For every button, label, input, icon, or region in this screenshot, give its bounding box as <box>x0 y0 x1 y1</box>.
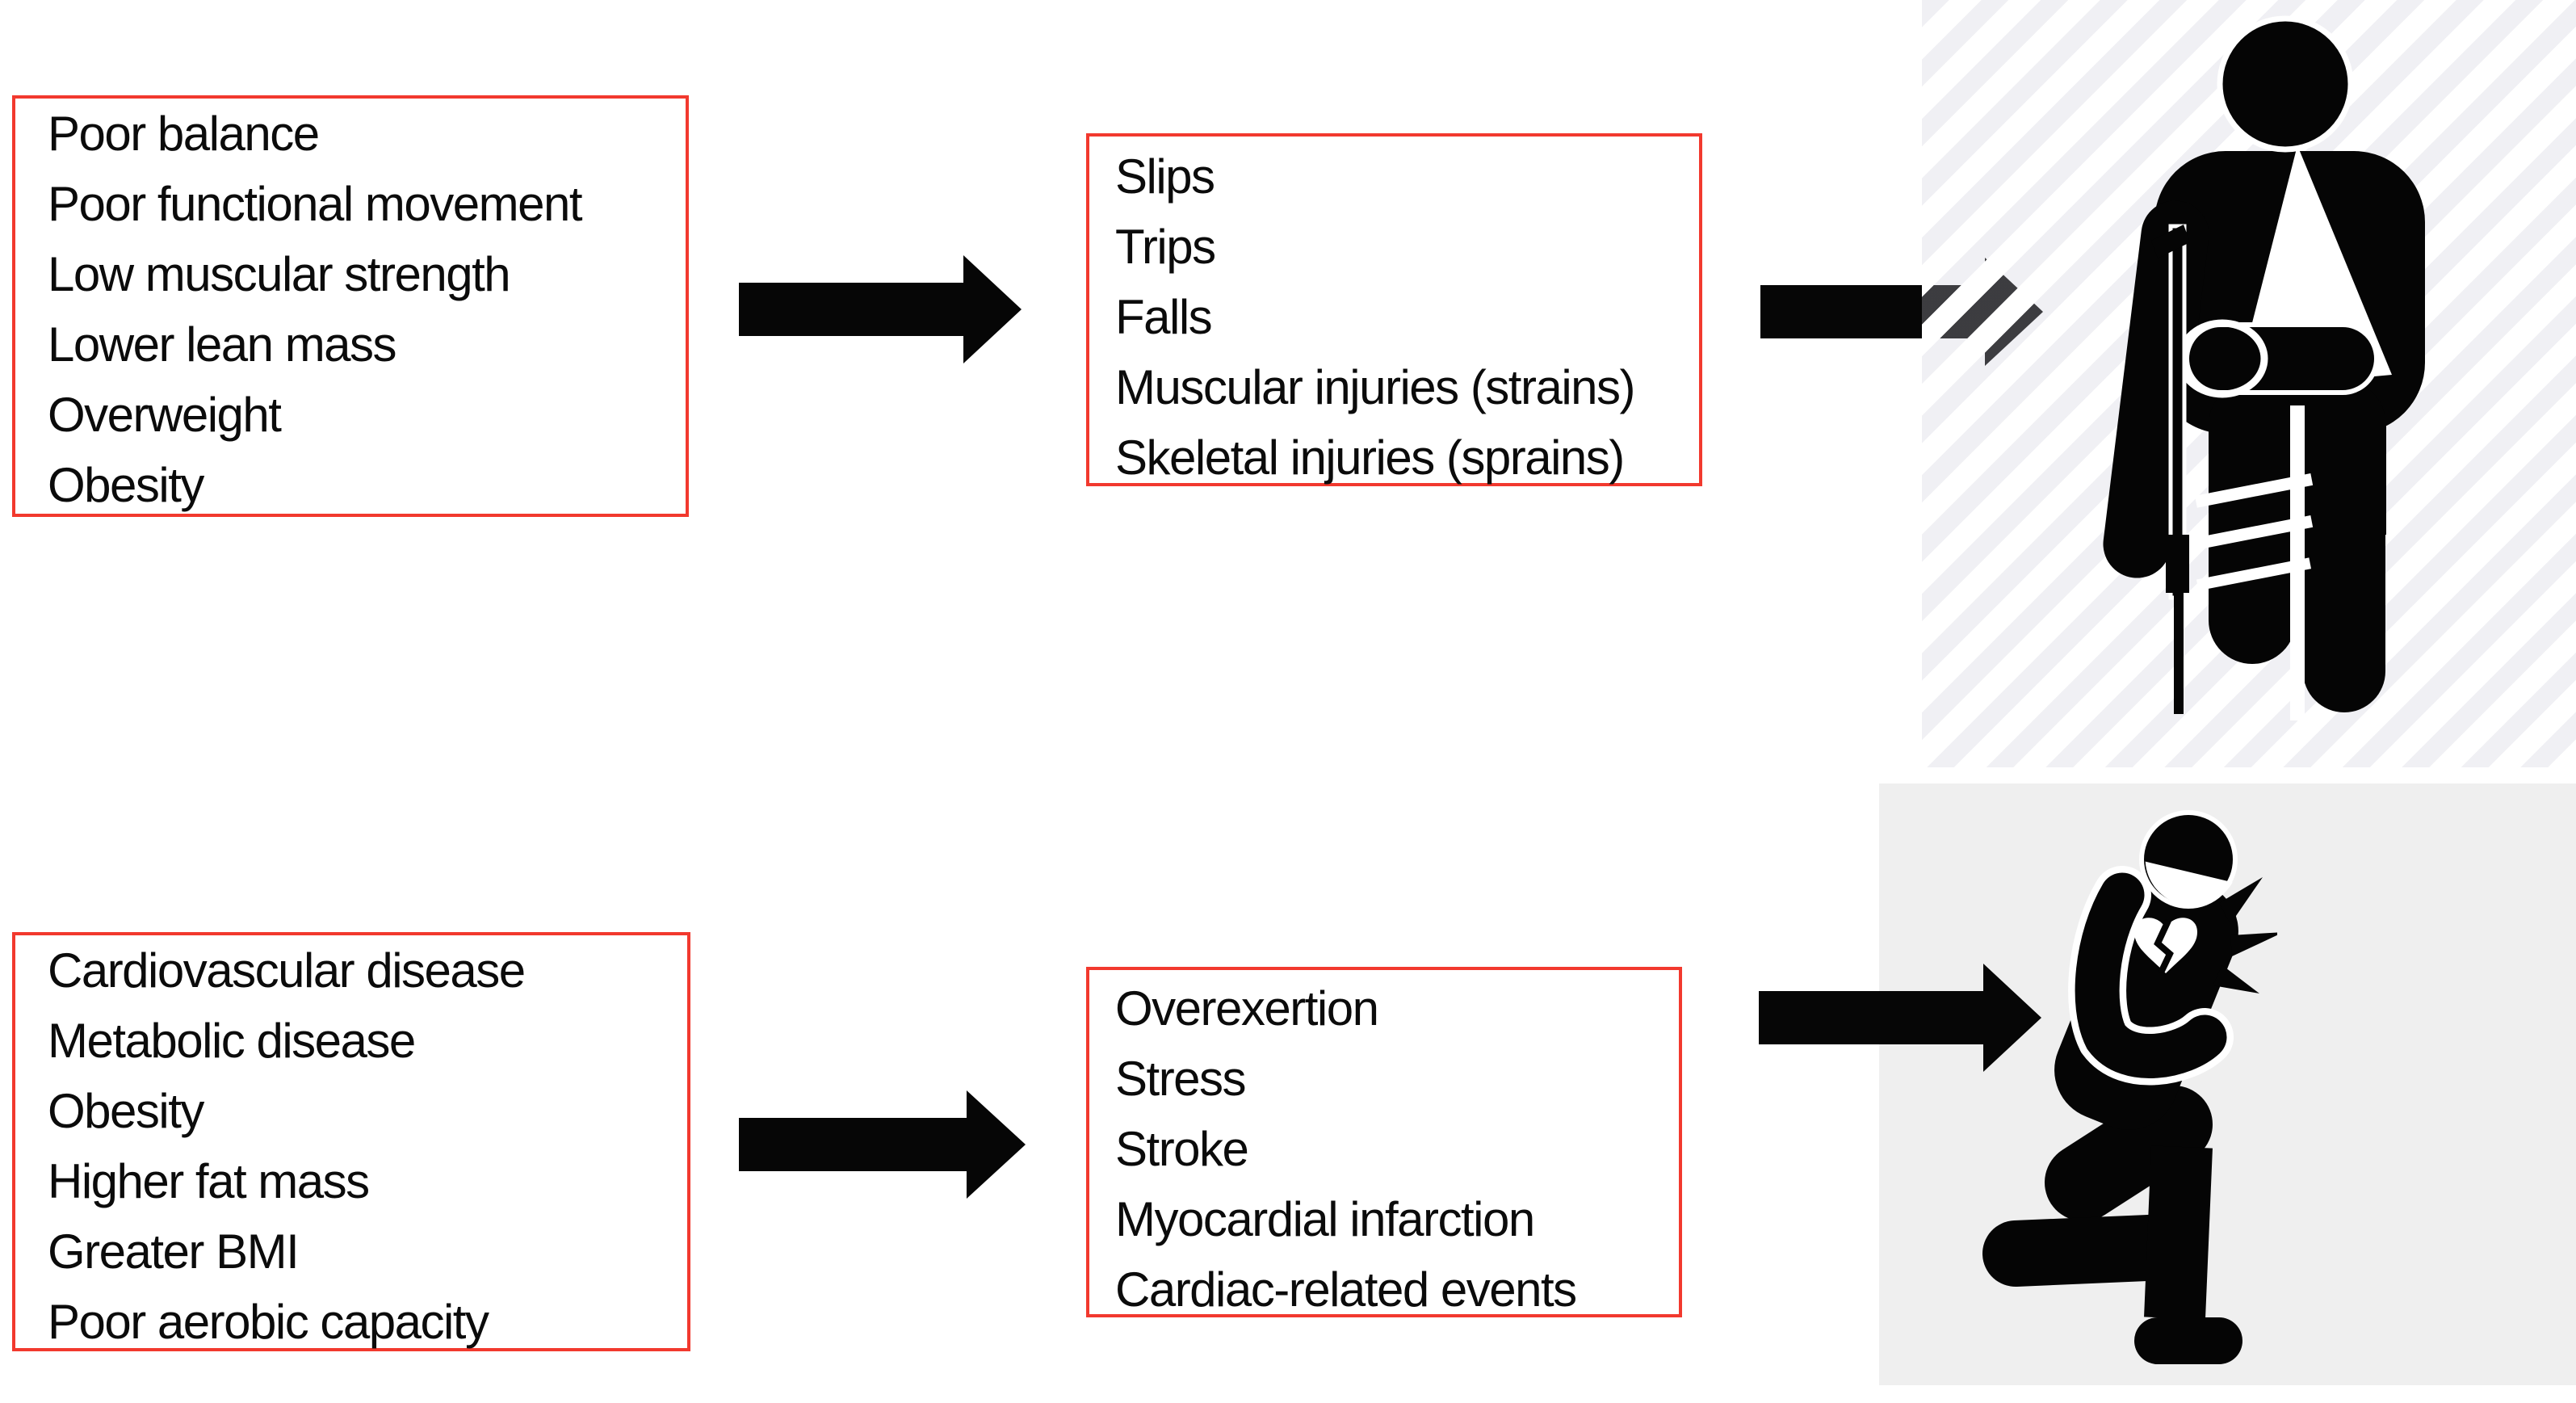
flow-arrow-icon <box>739 1090 1026 1199</box>
risk-factors-box-row2: Cardiovascular disease Metabolic disease… <box>12 932 690 1351</box>
box-line: Poor balance <box>48 107 320 161</box>
box-line: Slips <box>1115 149 1215 204</box>
box-line: Lower lean mass <box>48 317 397 372</box>
box-line: Poor functional movement <box>48 177 583 231</box>
box-line: Overexertion <box>1115 981 1379 1035</box>
box-line: Obesity <box>48 1084 204 1138</box>
risk-factors-box-row1: Poor balance Poor functional movement Lo… <box>12 95 689 517</box>
heart-attack-person-icon <box>1982 810 2277 1364</box>
flow-arrow-icon <box>739 255 1022 363</box>
box-line: Skeletal injuries (sprains) <box>1115 431 1625 485</box>
box-line: Muscular injuries (strains) <box>1115 360 1636 414</box>
box-line: Overweight <box>48 388 282 442</box>
box-line: Obesity <box>48 458 204 512</box>
injured-person-icon <box>2103 15 2425 720</box>
box-line: Metabolic disease <box>48 1014 416 1068</box>
box-line: Myocardial infarction <box>1115 1192 1535 1246</box>
box-line: Cardiovascular disease <box>48 943 526 998</box>
box-line: Greater BMI <box>48 1224 300 1279</box>
box-line: Poor aerobic capacity <box>48 1295 489 1349</box>
box-line: Stroke <box>1115 1122 1249 1176</box>
box-line: Low muscular strength <box>48 247 511 301</box>
box-line: Cardiac-related events <box>1115 1262 1577 1317</box>
box-line: Falls <box>1115 290 1213 344</box>
events-box-row1: Slips Trips Falls Muscular injuries (str… <box>1086 133 1702 486</box>
box-line: Stress <box>1115 1052 1247 1106</box>
flow-arrow-icon <box>1759 964 2041 1072</box>
box-line: Trips <box>1115 220 1216 274</box>
flow-arrow-icon <box>1760 258 2043 366</box>
events-box-row2: Overexertion Stress Stroke Myocardial in… <box>1086 967 1682 1317</box>
box-line: Higher fat mass <box>48 1154 370 1208</box>
